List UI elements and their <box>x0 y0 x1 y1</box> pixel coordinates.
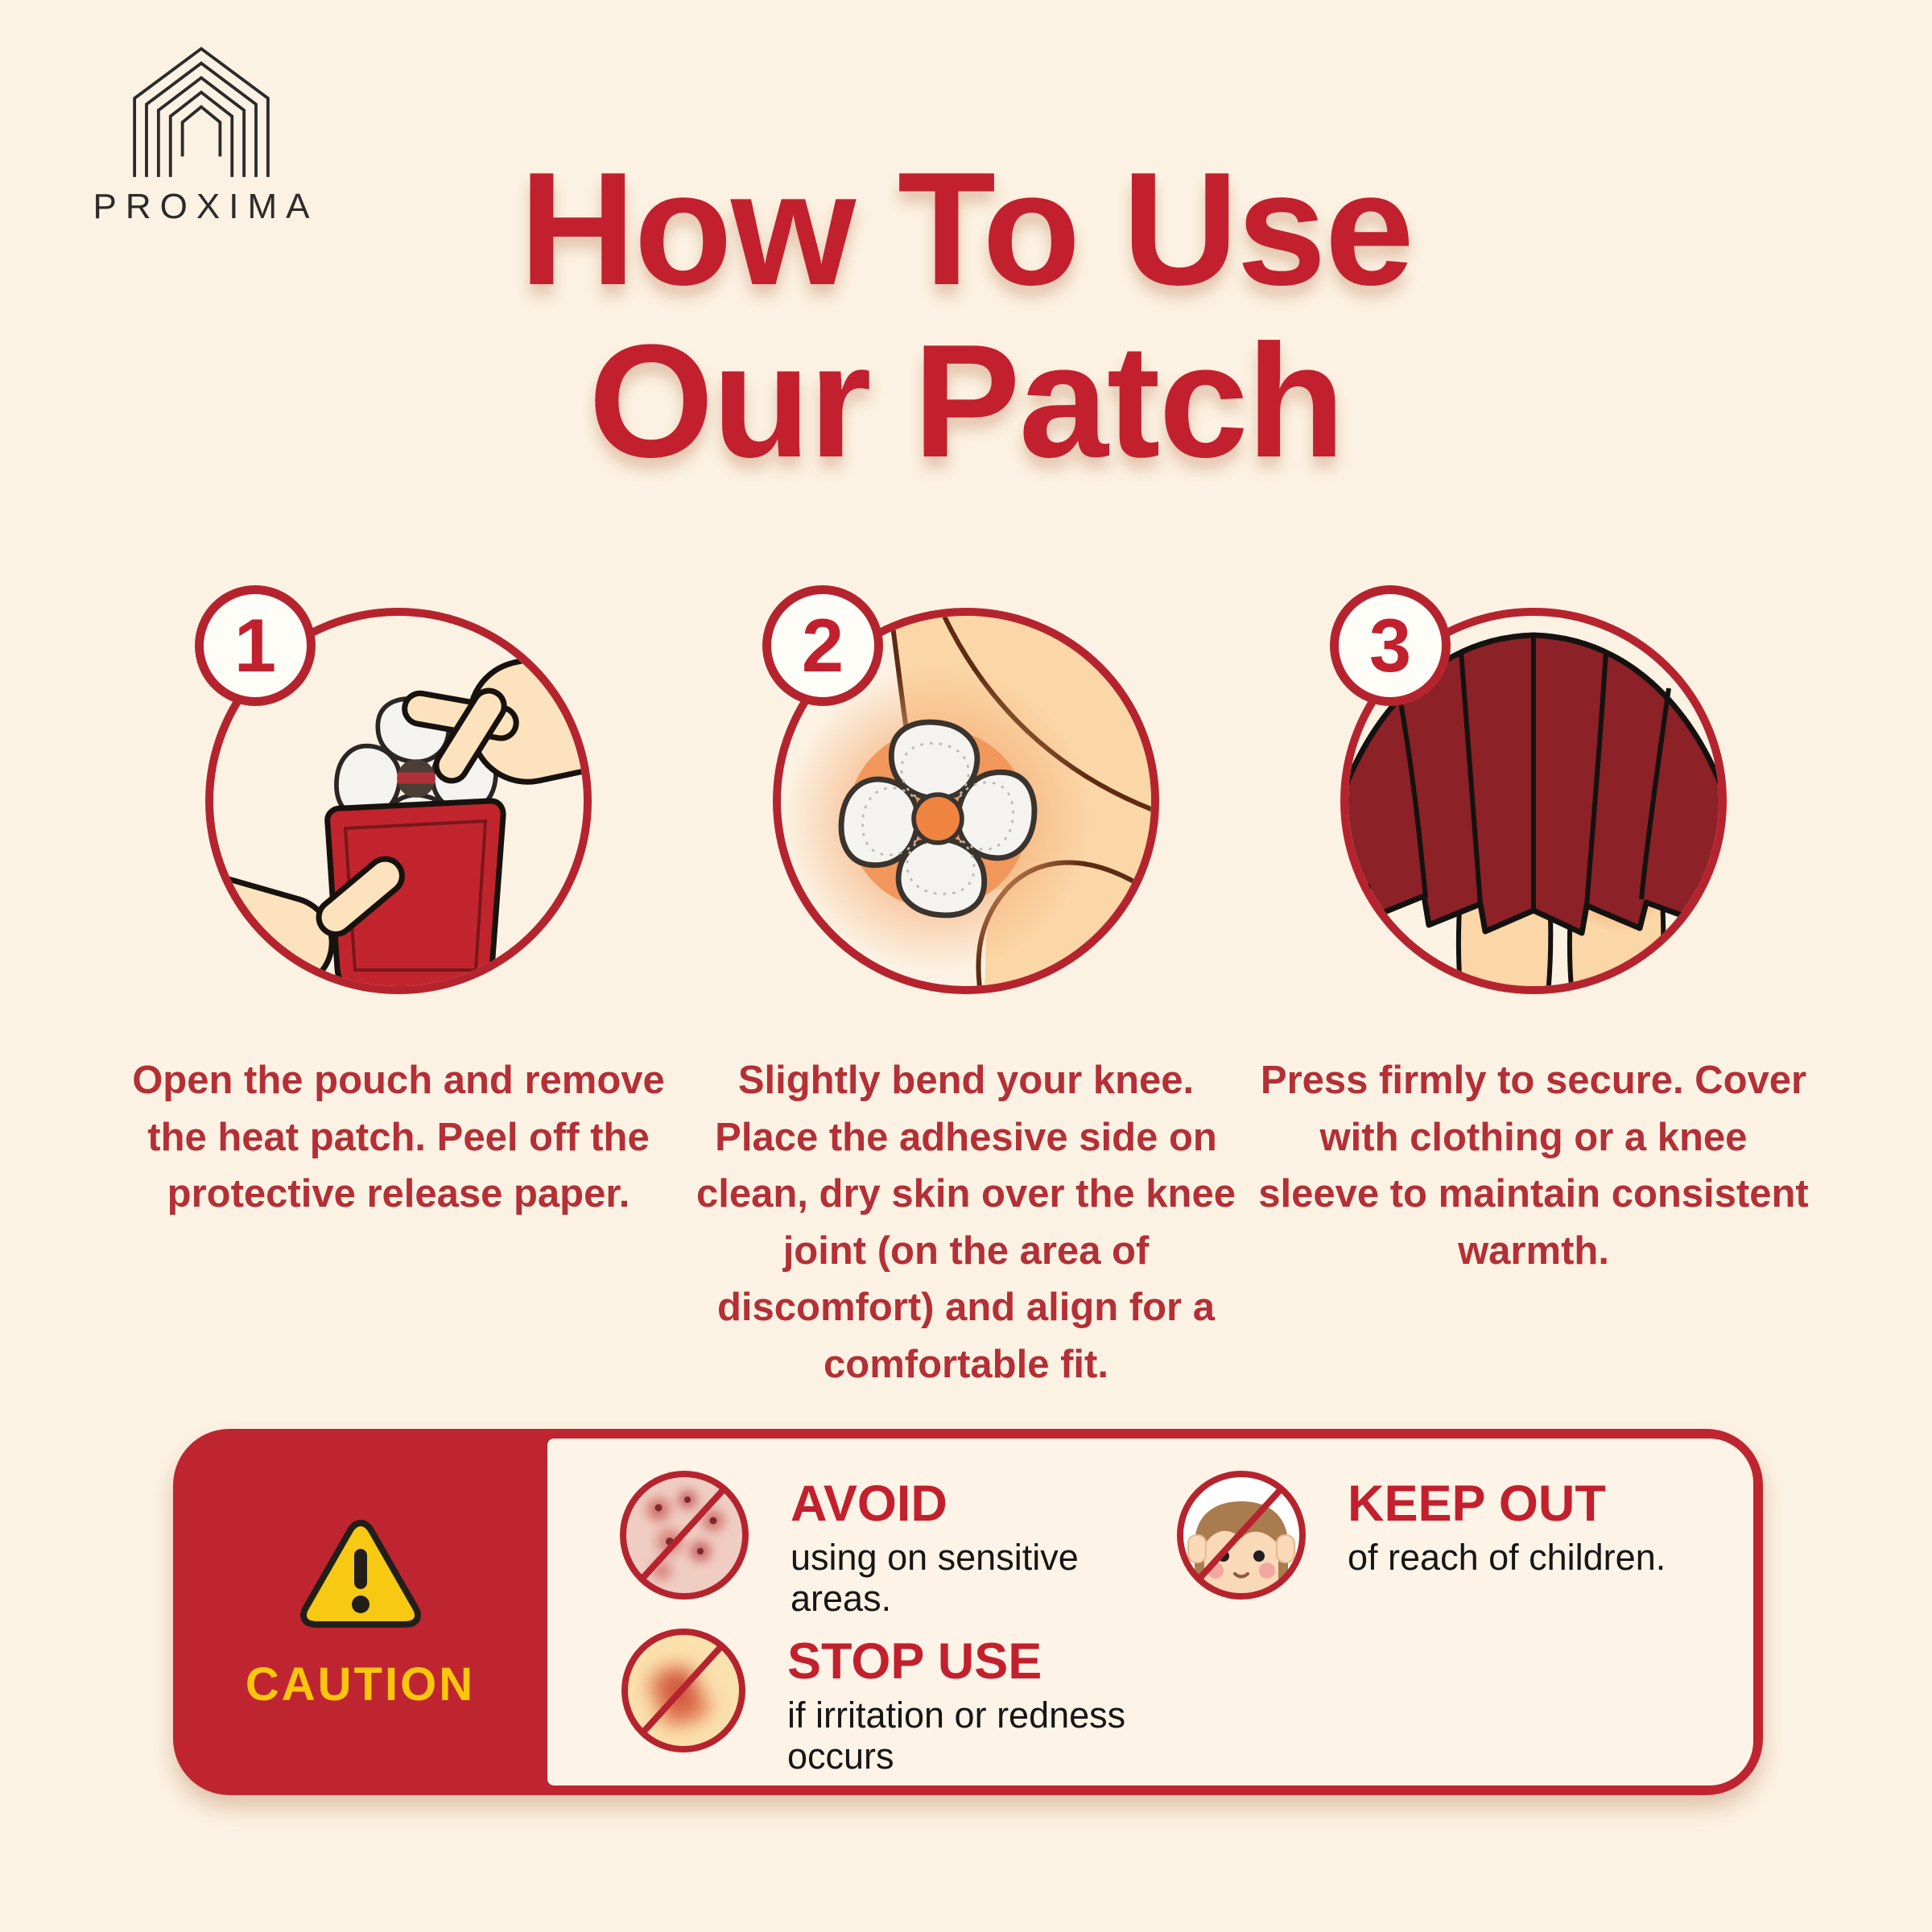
no-sensitive-skin-icon <box>617 1468 752 1607</box>
step-3: 3 Press firmly to secure. Cover with clo… <box>1256 585 1811 1279</box>
caution-item-text: of reach of children. <box>1348 1537 1666 1579</box>
brand-logo: PROXIMA <box>76 42 326 227</box>
step-2-illustration-knee <box>773 608 1159 994</box>
caution-box: CAUTION <box>173 1429 1763 1795</box>
step-2-caption: Slightly bend your knee. Place the adhes… <box>696 1059 1236 1386</box>
page-title-line2: Our Patch <box>588 312 1345 491</box>
brand-name: PROXIMA <box>93 187 319 226</box>
caution-item-keep-out: KEEP OUT of reach of children. <box>1174 1468 1798 1607</box>
step-number-badge: 2 <box>762 585 883 706</box>
caution-label: CAUTION <box>245 1657 476 1711</box>
caution-item-text: if irritation or redness occurs <box>787 1695 1126 1777</box>
no-irritated-skin-icon <box>618 1625 749 1760</box>
caution-left-panel: CAUTION <box>173 1429 547 1795</box>
step-number: 2 <box>801 603 844 687</box>
step-1-illustration-pouch <box>205 608 592 994</box>
caution-item-title: KEEP OUT <box>1348 1476 1606 1532</box>
no-children-icon <box>1174 1468 1309 1607</box>
caution-item-text: using on sensitive areas. <box>791 1537 1079 1620</box>
caution-panel: AVOID using on sensitive areas. <box>547 1439 1753 1785</box>
caution-item-title: STOP USE <box>787 1633 1042 1690</box>
step-number-badge: 1 <box>195 585 316 706</box>
step-1-caption: Open the pouch and remove the heat patch… <box>132 1059 665 1216</box>
warning-triangle-icon <box>296 1513 425 1635</box>
caution-item-stop-use: STOP USE if irritation or redness occurs <box>618 1625 1141 1777</box>
caution-item-title: AVOID <box>791 1476 947 1532</box>
step-3-caption: Press firmly to secure. Cover with cloth… <box>1258 1059 1809 1273</box>
step-number: 1 <box>233 603 277 687</box>
step-2: 2 Slightly bend your knee. Place the adh… <box>688 585 1244 1393</box>
step-number-badge: 3 <box>1330 585 1451 706</box>
step-number: 3 <box>1368 603 1412 687</box>
caution-item-avoid: AVOID using on sensitive areas. <box>617 1468 1113 1620</box>
step-1: 1 Open the pouch and remove the heat pat… <box>121 585 676 1223</box>
page-title: How To Use Our Patch <box>0 143 1932 488</box>
nested-house-logo-icon <box>76 42 326 179</box>
page-title-line1: How To Use <box>519 139 1414 319</box>
